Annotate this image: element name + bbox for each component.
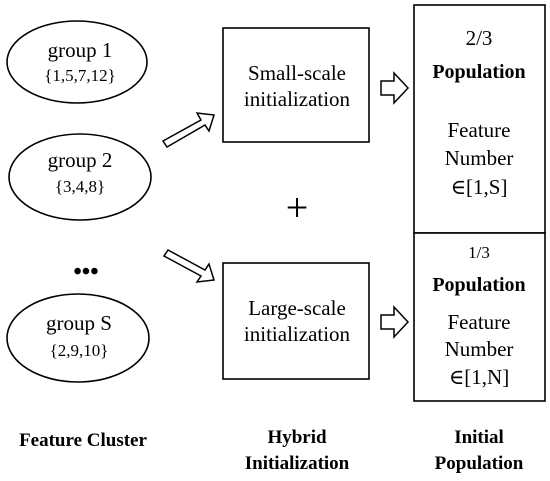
population-bottom-label: Population [432, 274, 525, 296]
group-s-node: group S {2,9,10} [6, 293, 150, 383]
arrow-down-right [162, 249, 215, 283]
group-1-node: group 1 {1,5,7,12} [6, 20, 148, 104]
population-top-feature: Feature [448, 118, 511, 142]
population-bottom-feature: Feature [448, 310, 511, 334]
population-bottom-section: 1/3 Population Feature Number ∈[1,N] [413, 232, 546, 402]
population-bottom-fraction: 1/3 [468, 243, 490, 262]
population-bottom-number: Number [445, 337, 514, 361]
arrow-up-right [161, 112, 215, 149]
cluster-ellipsis: ••• [73, 259, 98, 285]
population-top-fraction: 2/3 [466, 26, 493, 50]
large-scale-line2: initialization [244, 322, 351, 346]
small-scale-rect [222, 27, 370, 143]
heading-hybrid: Hybrid [267, 427, 327, 448]
population-top-rect [413, 4, 546, 234]
population-bottom-rect [413, 232, 546, 402]
small-scale-line1: Small-scale [248, 61, 346, 85]
group-1-name: group 1 [48, 38, 113, 62]
large-scale-box: Large-scale initialization [222, 262, 370, 380]
heading-initial: Initial [454, 427, 504, 448]
group-2-members: {3,4,8} [55, 177, 105, 196]
large-scale-line1: Large-scale [248, 296, 346, 320]
group-2-ellipse [8, 133, 152, 221]
group-1-ellipse [6, 20, 148, 104]
arrow-small-to-population [380, 71, 410, 105]
heading-population: Population [435, 453, 524, 474]
group-1-members: {1,5,7,12} [44, 66, 116, 85]
population-top-label: Population [432, 61, 525, 83]
population-top-section: 2/3 Population Feature Number ∈[1,S] [413, 4, 546, 234]
large-scale-rect [222, 262, 370, 380]
group-s-members: {2,9,10} [50, 341, 109, 360]
plus-sign: + [286, 185, 309, 230]
group-2-name: group 2 [48, 148, 113, 172]
group-2-node: group 2 {3,4,8} [8, 133, 152, 221]
small-scale-line2: initialization [244, 87, 351, 111]
group-s-name: group S [46, 311, 112, 335]
heading-initialization: Initialization [245, 453, 350, 474]
small-scale-box: Small-scale initialization [222, 27, 370, 143]
population-top-number: Number [445, 146, 514, 170]
population-top-range: ∈[1,S] [451, 175, 508, 199]
heading-feature-cluster: Feature Cluster [19, 430, 147, 451]
arrow-large-to-population [380, 305, 410, 339]
group-s-ellipse [6, 293, 150, 383]
population-bottom-range: ∈[1,N] [449, 365, 509, 389]
